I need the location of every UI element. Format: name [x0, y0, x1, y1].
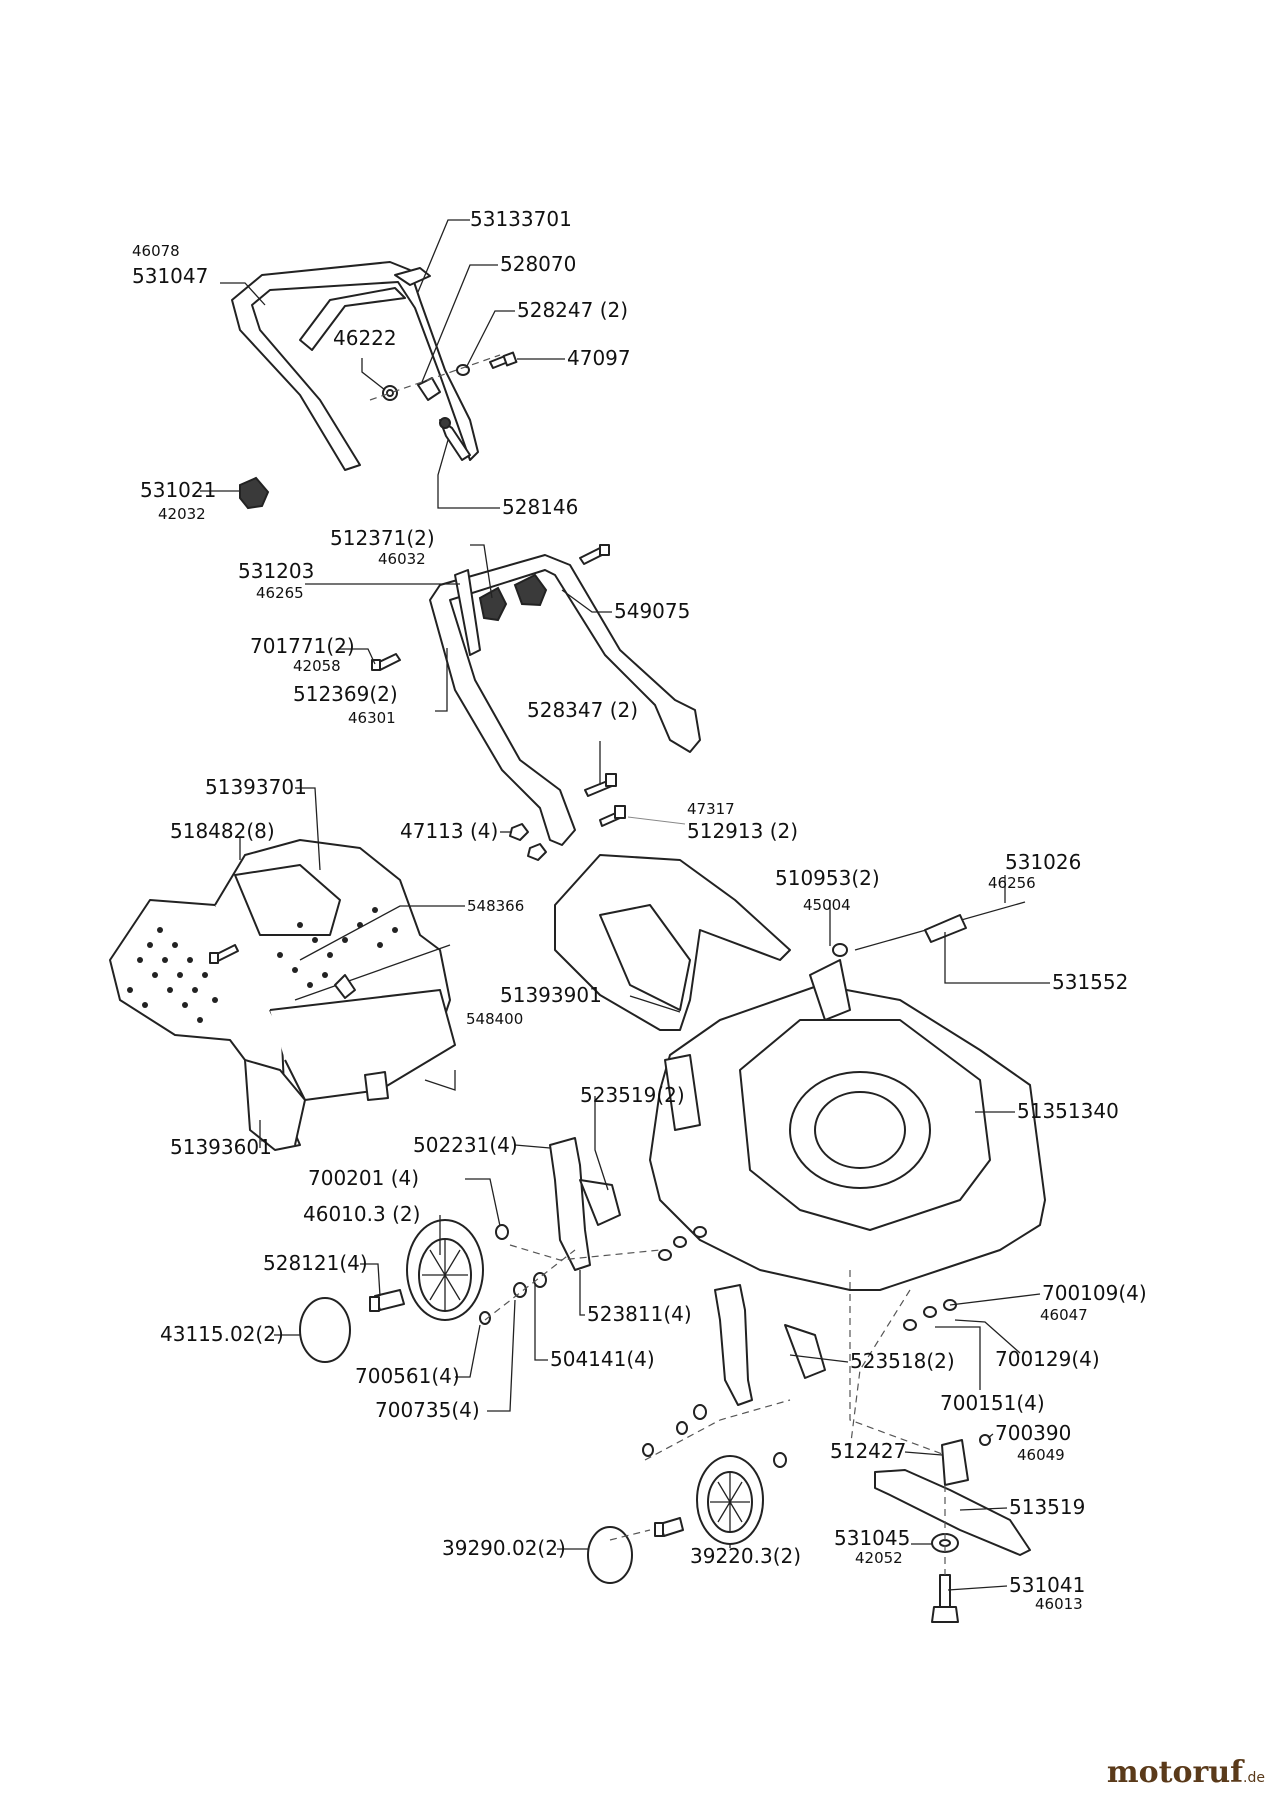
- cable-end-528146: [439, 417, 471, 461]
- brand-logo: motoruf.de: [1106, 1755, 1265, 1790]
- nut-700390: [979, 1434, 991, 1446]
- part-label: 531203: [238, 559, 314, 583]
- hubcap-39290: [587, 1526, 633, 1584]
- part-label: 700561(4): [355, 1364, 460, 1388]
- part-label: 51351340: [1017, 1099, 1119, 1123]
- part-label: 504141(4): [550, 1347, 655, 1371]
- part-label: 512913 (2): [687, 819, 798, 843]
- bolt-528347: [584, 773, 617, 797]
- deck-nuts: [658, 1226, 957, 1331]
- part-label: 700201 (4): [308, 1166, 419, 1190]
- part-label: 43115.02(2): [160, 1322, 284, 1346]
- mower-deck: [649, 959, 1046, 1291]
- leader-lines: [200, 219, 1050, 1591]
- part-label: 45004: [803, 896, 851, 914]
- part-label: 528070: [500, 252, 576, 276]
- part-label: 531045: [834, 1526, 910, 1550]
- hubcap-43115: [299, 1297, 351, 1363]
- bolt-512913: [599, 805, 626, 827]
- part-label: 548400: [466, 1010, 523, 1028]
- part-label: 528121(4): [263, 1251, 368, 1275]
- flap-rod-531026: [832, 901, 1026, 957]
- part-number-labels: 53133701 46078 531047 528070 528247 (2) 46222…: [132, 207, 1147, 1613]
- bolt-701771: [371, 653, 401, 671]
- axle-bolt-528121: [369, 1289, 405, 1312]
- part-label: 528247 (2): [517, 298, 628, 322]
- part-label: 700390: [995, 1421, 1071, 1445]
- part-label: 531552: [1052, 970, 1128, 994]
- rear-wheel: [696, 1455, 764, 1545]
- part-label: 531026: [1005, 850, 1081, 874]
- part-label: 39290.02(2): [442, 1536, 566, 1560]
- bolt-531041: [931, 1574, 959, 1623]
- part-label: 47317: [687, 800, 735, 818]
- upper-handle: [231, 261, 479, 471]
- blade-adapter-512427: [941, 1439, 969, 1486]
- nut-46222: [382, 385, 398, 401]
- part-label: 53133701: [470, 207, 572, 231]
- part-label: 531021: [140, 478, 216, 502]
- part-label: 46265: [256, 584, 304, 602]
- part-label: 523518(2): [850, 1349, 955, 1373]
- part-label: 42052: [855, 1549, 903, 1567]
- height-adjuster-502231: [549, 1137, 621, 1271]
- part-label: 700129(4): [995, 1347, 1100, 1371]
- part-label: 531047: [132, 264, 208, 288]
- part-label: 46010.3 (2): [303, 1202, 420, 1226]
- bolt-47097: [489, 351, 518, 369]
- part-label: 510953(2): [775, 866, 880, 890]
- part-label: 528347 (2): [527, 698, 638, 722]
- bolt-top: [579, 544, 610, 565]
- part-label: 47097: [567, 346, 631, 370]
- part-label: 531041: [1009, 1573, 1085, 1597]
- axle-bolt-rear: [654, 1517, 684, 1537]
- part-label: 512427: [830, 1439, 906, 1463]
- screw-518482: [209, 944, 239, 964]
- blade-513519: [874, 1469, 1031, 1556]
- part-label: 700109(4): [1042, 1281, 1147, 1305]
- part-label: 700735(4): [375, 1398, 480, 1422]
- part-label: 46222: [333, 326, 397, 350]
- part-label: 47113 (4): [400, 819, 498, 843]
- part-label: 46032: [378, 550, 426, 568]
- wing-knob-531021: [239, 476, 270, 510]
- part-label: 700151(4): [940, 1391, 1045, 1415]
- part-label: 46301: [348, 709, 396, 727]
- part-label: 46013: [1035, 1595, 1083, 1613]
- cable-clip-528070: [417, 377, 441, 401]
- discharge-flap: [554, 854, 791, 1031]
- part-label: 523519(2): [580, 1083, 685, 1107]
- part-label: 548366: [467, 897, 524, 915]
- part-label: 46049: [1017, 1446, 1065, 1464]
- part-label: 518482(8): [170, 819, 275, 843]
- part-label: 512369(2): [293, 682, 398, 706]
- part-label: 51393601: [170, 1135, 272, 1159]
- part-label: 46256: [988, 874, 1036, 892]
- height-adjuster-rear: [714, 1284, 826, 1406]
- part-label: 42058: [293, 657, 341, 675]
- mower-drawing: [109, 261, 1046, 1623]
- part-label: 523811(4): [587, 1302, 692, 1326]
- washers-front: [479, 1224, 547, 1325]
- part-label: 512371(2): [330, 526, 435, 550]
- grass-catcher: [109, 839, 456, 1151]
- part-label: 51393901: [500, 983, 602, 1007]
- part-label: 513519: [1009, 1495, 1085, 1519]
- part-label: 502231(4): [413, 1133, 518, 1157]
- part-label: 46078: [132, 242, 180, 260]
- part-label: 528146: [502, 495, 578, 519]
- part-label: 42032: [158, 505, 206, 523]
- part-label: 701771(2): [250, 634, 355, 658]
- front-wheel: [406, 1219, 484, 1321]
- part-label: 46047: [1040, 1306, 1088, 1324]
- part-label: 549075: [614, 599, 690, 623]
- knob-pair: [454, 569, 548, 656]
- nuts-47113: [509, 823, 547, 861]
- part-label: 51393701: [205, 775, 307, 799]
- washers-rear: [642, 1404, 787, 1468]
- part-label: 39220.3(2): [690, 1544, 801, 1568]
